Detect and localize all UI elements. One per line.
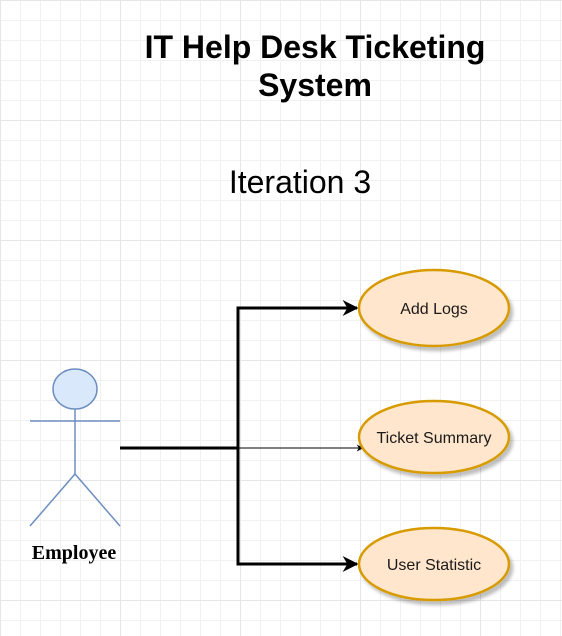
connector-add-logs — [120, 300, 359, 450]
actor-head — [52, 368, 98, 410]
use-case-add-logs[interactable]: Add Logs — [357, 268, 511, 348]
use-case-ticket-summary[interactable]: Ticket Summary — [357, 399, 511, 475]
use-case-user-statistic[interactable]: User Statistic — [357, 526, 511, 602]
connector-user-statistic — [236, 448, 359, 572]
use-case-label: Add Logs — [400, 301, 468, 318]
actor-left-leg — [29, 473, 76, 527]
connectors — [120, 300, 364, 572]
diagram-title: IT Help Desk Ticketing System — [144, 29, 486, 103]
diagram-subtitle: Iteration 3 — [228, 164, 372, 200]
use-case-label: User Statistic — [387, 557, 481, 574]
use-case-label: Ticket Summary — [377, 430, 492, 447]
actor-label: Employee — [31, 542, 117, 564]
actor-right-leg — [74, 473, 121, 527]
stick-figure-actor-icon — [29, 368, 121, 527]
